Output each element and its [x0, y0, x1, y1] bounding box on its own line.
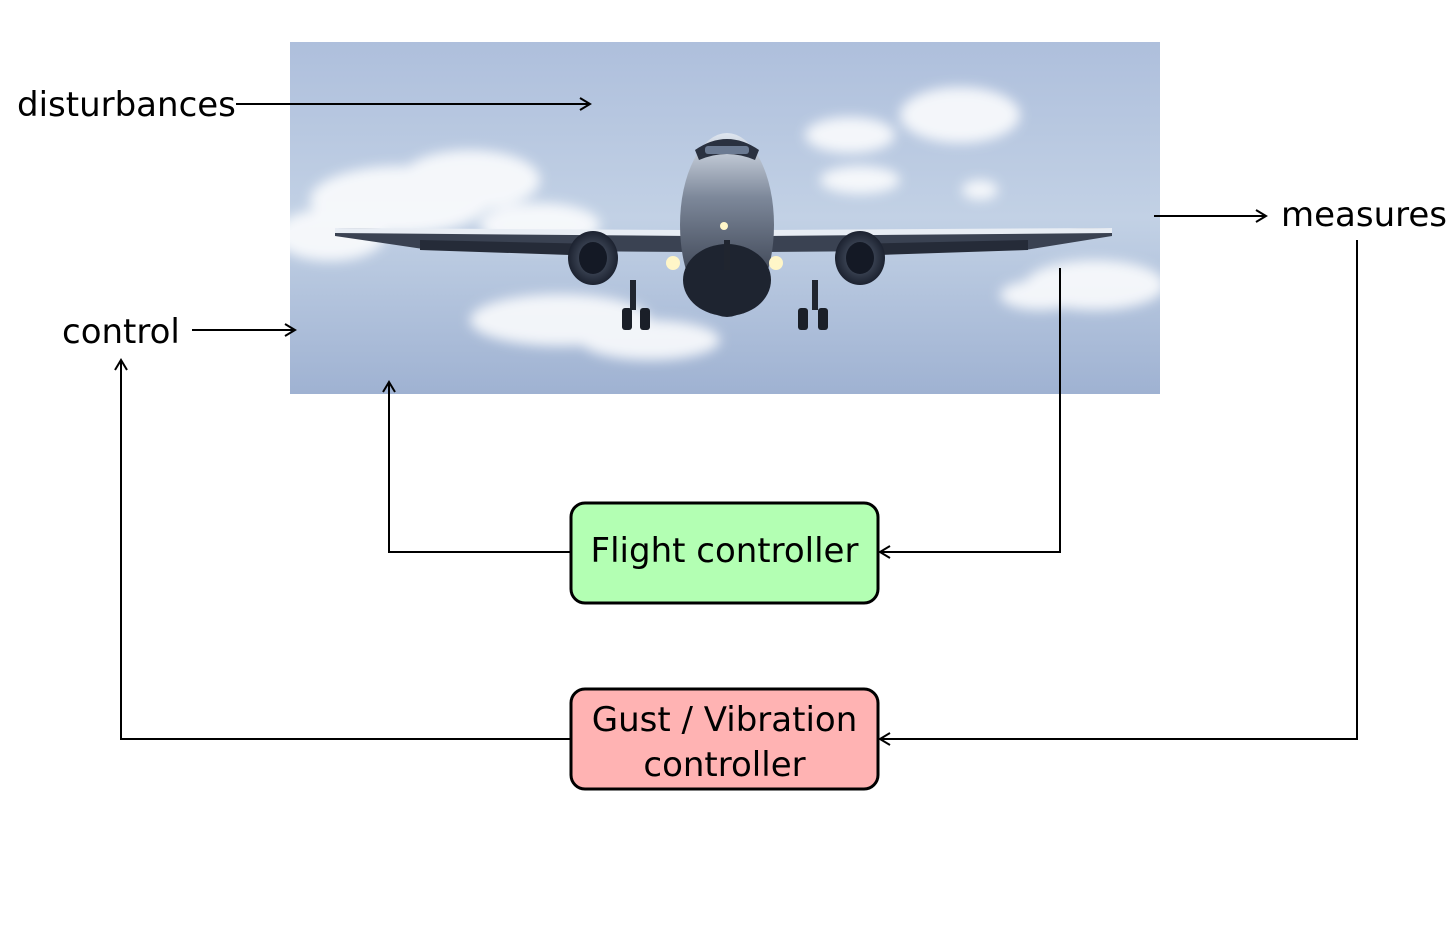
clouds — [275, 87, 1165, 360]
gust-feedback-wire — [882, 240, 1358, 740]
flight-feedback-wire — [882, 268, 1061, 553]
disturbances-label: disturbances — [17, 85, 236, 125]
flight-feedback-arrowhead — [878, 545, 891, 559]
flight-controller-block: Flight controller — [569, 501, 880, 605]
gust-controller-box — [569, 687, 880, 791]
disturbances-arrowhead — [579, 97, 592, 111]
measures-label: measures — [1281, 195, 1447, 235]
flight-controller-label: Flight controller — [591, 531, 859, 571]
signal-wires — [114, 97, 1358, 746]
airplane — [335, 133, 1112, 330]
gust-controller-label-line1: Gust / Vibration — [592, 700, 858, 740]
control-arrowhead — [284, 323, 297, 337]
control-label: control — [62, 312, 180, 352]
flight-output-arrowhead — [382, 380, 396, 393]
gust-feedback-arrowhead — [878, 732, 891, 746]
gust-controller-block: Gust / Vibration controller — [569, 687, 880, 791]
flight-controller-box — [569, 501, 880, 605]
gust-output-wire — [120, 362, 571, 740]
gust-controller-label-line2: controller — [643, 745, 805, 785]
gust-output-arrowhead — [114, 358, 128, 371]
aircraft-image — [275, 42, 1165, 394]
measures-arrowhead — [1255, 209, 1268, 223]
flight-output-wire — [388, 384, 571, 553]
